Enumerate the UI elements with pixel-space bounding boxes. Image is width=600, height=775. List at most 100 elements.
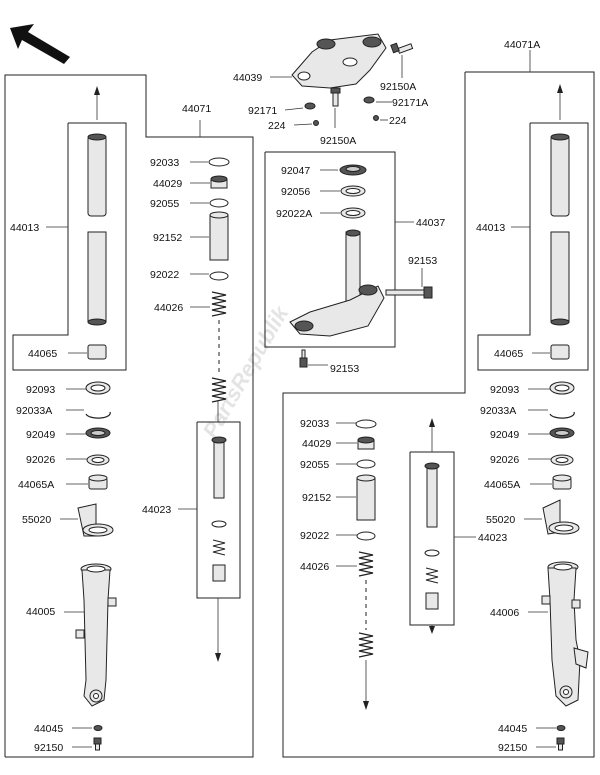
watermark: PartsRepublik [198,300,294,442]
left-fork-frame [4,74,254,758]
stem-bolt-b [299,349,308,368]
right-oring-b-label: 92055 [300,459,329,471]
stem-race-label: 92056 [281,186,310,198]
bracket-label: 44039 [233,72,262,84]
stem-group-frame [264,151,414,348]
right-gasket-label: 44045 [498,723,527,735]
right-spring-label: 44026 [300,561,329,573]
right-collar-label: 44065 [494,348,523,360]
screw-right-label: 224 [389,115,407,127]
right-collar-a [552,474,572,490]
left-outer-tube-label: 44005 [26,606,55,618]
bracket-bolt-lower [330,87,341,107]
right-damper-label: 44023 [478,532,507,544]
left-inner-tube [87,86,107,326]
right-outer-tube [541,561,589,707]
pin-right-label: 92171A [392,97,428,109]
left-washer [86,454,110,466]
left-guard-label: 55020 [22,514,51,526]
left-tube-label: 44013 [10,222,39,234]
right-damper [409,418,455,634]
right-drain-bolt [556,737,565,751]
left-spring-label: 44026 [154,302,183,314]
left-seal-a [85,381,111,395]
left-oring-b [209,198,229,208]
bracket-bolt-right [390,42,414,54]
right-guard [542,499,580,535]
right-clip [549,411,575,419]
left-collar-a [88,474,108,490]
right-cap-label: 44029 [302,438,331,450]
stem-washer [340,207,366,219]
bracket-bolt-right-label: 92150A [380,81,416,93]
left-seal-a-label: 92093 [26,384,55,396]
right-washer [550,454,574,466]
right-oring-label: 92033 [300,418,329,430]
right-outer-tube-label: 44006 [490,607,519,619]
right-seal-a [549,381,575,395]
left-seal-b-label: 92049 [26,429,55,441]
right-seal-b [549,427,575,439]
left-spacer [209,211,229,261]
right-washer-b [356,531,376,541]
left-cap-label: 44029 [153,178,182,190]
right-spacer [356,474,376,521]
stem-seal [339,164,367,176]
left-washer-b [209,271,229,281]
left-oring-b-label: 92055 [150,198,179,210]
left-drain-bolt [93,737,102,751]
right-tube-label: 44013 [476,222,505,234]
bracket-screw-right [373,115,379,121]
left-gasket-label: 44045 [34,723,63,735]
right-clip-label: 92033A [480,405,516,417]
bolt-lower-label: 92150A [320,135,356,147]
left-seal-b [85,427,111,439]
screw-left-label: 224 [268,120,286,132]
left-gasket [93,725,103,731]
right-fork-frame [282,50,595,758]
left-spacer-label: 92152 [153,232,182,244]
right-drain-bolt-label: 92150 [498,742,527,754]
steering-stem [289,229,385,337]
left-clip-label: 92033A [16,405,52,417]
right-spring [358,551,374,710]
right-oring-b [356,459,376,469]
left-oring [208,157,230,167]
stem-seal-label: 92047 [281,165,310,177]
right-collar [550,344,570,360]
stem-washer-label: 92022A [276,208,312,220]
left-collar-label: 44065 [28,348,57,360]
right-collar-a-label: 44065A [484,479,520,491]
pin-left-label: 92171 [248,105,277,117]
right-cap [357,436,375,450]
left-clip [85,411,111,419]
left-washer-label: 92026 [26,454,55,466]
stem-bolt [385,286,433,299]
stem-race [340,185,366,197]
left-drain-bolt-label: 92150 [34,742,63,754]
bracket-pin-right [363,96,375,104]
left-cap [210,175,228,189]
right-gasket [556,725,566,731]
right-oring [355,419,377,429]
right-washer-label: 92026 [490,454,519,466]
left-damper [196,400,241,662]
left-collar-a-label: 44065A [18,479,54,491]
stem-assembly-label: 44037 [416,217,445,229]
left-spring [211,291,227,403]
right-washer-b-label: 92022 [300,530,329,542]
left-guard [77,503,114,537]
left-washer-b-label: 92022 [150,269,179,281]
left-damper-label: 44023 [142,504,171,516]
direction-arrow-icon [10,24,70,64]
right-guard-label: 55020 [486,514,515,526]
top-bracket [291,33,387,89]
left-collar [87,344,107,360]
right-assembly-label: 44071A [504,39,540,51]
right-seal-a-label: 92093 [490,384,519,396]
right-seal-b-label: 92049 [490,429,519,441]
bracket-screw-left [313,120,319,126]
stem-bolt-b-label: 92153 [330,363,359,375]
